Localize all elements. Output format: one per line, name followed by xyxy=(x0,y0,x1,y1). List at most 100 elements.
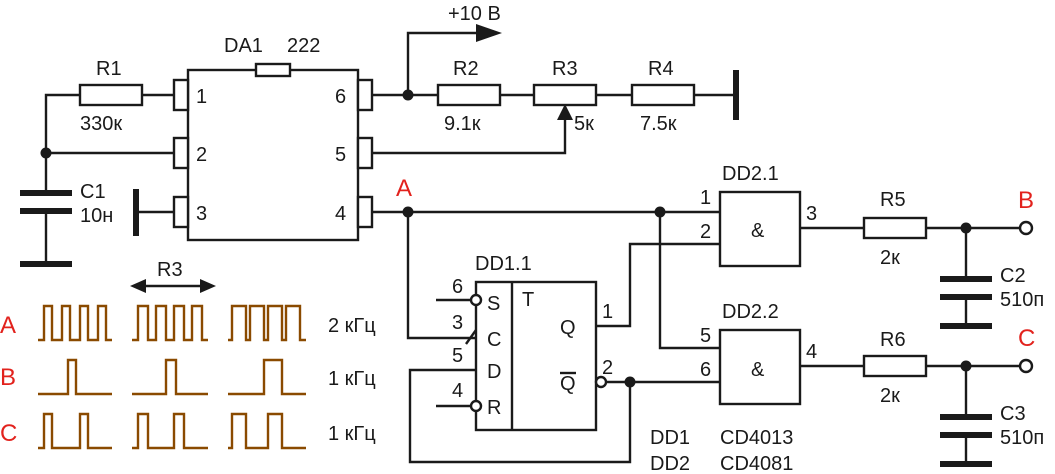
wire-feedback-d xyxy=(408,368,632,464)
wave-a-label: A xyxy=(0,312,16,339)
da1-pin-2: 2 xyxy=(196,144,207,166)
r4-value: 7.5к xyxy=(640,113,677,135)
gate2-body xyxy=(718,328,802,406)
resistor-r1 xyxy=(78,83,144,107)
note-dd1-ref: DD1 xyxy=(650,427,690,449)
arrow-right-icon xyxy=(200,279,216,293)
wire-node-a-clock xyxy=(406,212,476,340)
wave-a-segment-1 xyxy=(38,304,112,342)
r2-name: R2 xyxy=(453,58,479,80)
dd1-body xyxy=(474,280,598,432)
wave-b-segment-2 xyxy=(132,358,208,396)
gate-dd2-2: DD2.2 & 5 6 4 R6 2к C3 510п C xyxy=(700,301,1044,467)
dd1-name: DD1.1 xyxy=(475,253,532,275)
wire-q-gate1 xyxy=(596,242,720,328)
gate-dd2-1: DD2.1 & 1 2 3 R5 2к C2 510п B xyxy=(700,163,1044,329)
da1-body xyxy=(186,68,360,242)
da1-pin3-stub xyxy=(172,195,190,229)
wave-a-segment-2 xyxy=(132,304,208,342)
terminal-c xyxy=(1018,358,1034,374)
r1-value: 330к xyxy=(80,113,122,135)
da1-pin-4: 4 xyxy=(335,203,346,225)
wire-supply xyxy=(406,31,478,95)
s-inverter-bubble xyxy=(469,293,483,307)
gate1-pin-1: 1 xyxy=(700,187,711,209)
r3-name: R3 xyxy=(552,58,578,80)
wave-c-segment-2 xyxy=(132,412,208,450)
wave-b-segment-1 xyxy=(38,358,112,396)
dd1-output-q: Q xyxy=(560,317,576,339)
da1-notch xyxy=(254,62,292,78)
dd1-pin-3: 3 xyxy=(452,312,463,334)
wave-a-freq: 2 кГц xyxy=(328,315,376,337)
dd1-input-r: R xyxy=(487,397,501,419)
gate2-pin-4: 4 xyxy=(806,341,817,363)
r2-value: 9.1к xyxy=(444,113,481,135)
da1-pin5-stub xyxy=(356,136,374,170)
c3-name: C3 xyxy=(1000,403,1026,425)
arrow-left-icon xyxy=(130,279,146,293)
node-a-wiring: A xyxy=(372,175,720,350)
wire-pin5-wiper xyxy=(372,118,567,155)
supply-label: +10 В xyxy=(448,3,501,25)
wave-b-segment-3 xyxy=(228,358,306,396)
wave-a-segment-3 xyxy=(228,304,306,342)
resistor-r2 xyxy=(436,83,502,107)
resistor-r6 xyxy=(862,354,928,378)
da1-pin1-stub xyxy=(172,78,190,112)
node-c-label: C xyxy=(1018,325,1035,352)
gate2-name: DD2.2 xyxy=(722,301,779,323)
wire-r1-c1 xyxy=(44,93,80,190)
resistor-r3 xyxy=(532,83,598,107)
dd1-input-s: S xyxy=(487,293,500,315)
r6-name: R6 xyxy=(880,329,906,351)
r4-name: R4 xyxy=(648,58,674,80)
gate1-pin-2: 2 xyxy=(700,221,711,243)
dd1-pin-6: 6 xyxy=(452,276,463,298)
r-inverter-bubble xyxy=(469,399,483,413)
note-dd2-part: CD4081 xyxy=(720,453,793,474)
da1-pin6-stub xyxy=(356,78,374,112)
da1-pin-5: 5 xyxy=(335,144,346,166)
dd1-pin-4: 4 xyxy=(452,380,463,402)
resistor-r5 xyxy=(862,216,928,240)
c1-name: C1 xyxy=(80,181,106,203)
c3-value: 510п xyxy=(1000,427,1044,449)
gate1-name: DD2.1 xyxy=(722,163,779,185)
timing-diagram: R3 A B C 2 кГц 1 кГц 1 кГц xyxy=(0,259,376,450)
da1-part: 222 xyxy=(287,35,320,57)
dd1-input-d: D xyxy=(487,361,501,383)
da1-pin-3: 3 xyxy=(196,203,207,225)
resistor-r4 xyxy=(630,83,696,107)
r3-adjust-label: R3 xyxy=(157,259,183,281)
wave-c-freq: 1 кГц xyxy=(328,423,376,445)
terminal-b xyxy=(1018,220,1034,236)
dd1-pin-2: 2 xyxy=(602,357,613,379)
dd1-title-letter: T xyxy=(522,289,534,311)
note-dd2-ref: DD2 xyxy=(650,453,690,474)
dd1-pin-5: 5 xyxy=(452,345,463,367)
dd1-output-qbar: Q xyxy=(560,373,576,395)
c1-value: 10н xyxy=(80,205,113,227)
wire-a-gate2 xyxy=(658,212,720,350)
r5-value: 2к xyxy=(880,247,900,269)
clock-edge-mark xyxy=(465,329,477,345)
dd1-input-c: C xyxy=(487,329,501,351)
gate1-pin-3: 3 xyxy=(806,203,817,225)
node-b-label: B xyxy=(1018,187,1034,214)
note-dd1-part: CD4013 xyxy=(720,427,793,449)
flipflop-dd1: DD1.1 T S C D R Q Q 6 3 5 4 1 2 xyxy=(408,242,720,464)
wave-b-freq: 1 кГц xyxy=(328,368,376,390)
r5-name: R5 xyxy=(880,189,906,211)
wave-c-segment-3 xyxy=(228,412,306,450)
wave-c-label: C xyxy=(0,420,17,447)
c2-value: 510п xyxy=(1000,289,1044,311)
gate2-symbol: & xyxy=(751,359,765,381)
r3-value: 5к xyxy=(574,113,594,135)
wiper-arrow-icon xyxy=(557,104,573,120)
c2-name: C2 xyxy=(1000,265,1026,287)
chip-da1: DA1 222 1 2 3 4 5 6 xyxy=(172,35,374,242)
node-a-label: A xyxy=(396,175,412,202)
input-network: R1 330к C1 10н xyxy=(20,58,174,267)
